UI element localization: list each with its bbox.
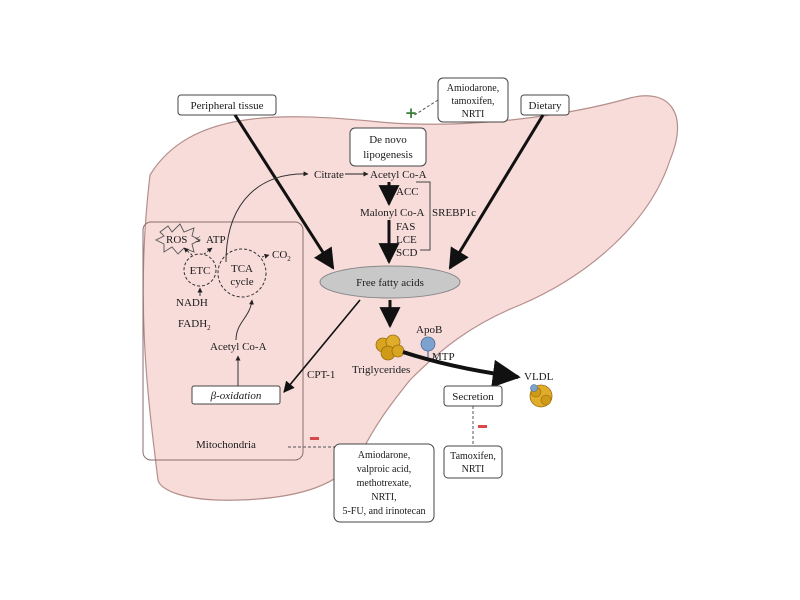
dietary-box [520, 94, 570, 116]
drugs-secretion-line-2: NRTI [462, 464, 485, 475]
vldl-label: VLDL [524, 371, 554, 383]
vldl-particle-icon [529, 384, 553, 408]
beta-oxidation-label: β-oxidation [210, 390, 262, 402]
apob-label: ApoB [416, 324, 442, 336]
ffa-to-beta-ox-arrow [283, 299, 361, 393]
plus-sign: + [405, 104, 418, 122]
triglycerides-label: Triglycerides [352, 364, 410, 376]
beta-oxidation-box [191, 385, 281, 405]
drugs-bottom-line-4: NRTI, [371, 492, 396, 503]
drugs-top-line-1: Amiodarone, [447, 83, 500, 94]
tca-label-1: TCA [231, 263, 253, 275]
fas-label: FAS [396, 221, 415, 233]
srebp1c-bracket [416, 181, 431, 251]
drugs-bottom-line-5: 5-FU, and irinotecan [342, 506, 425, 517]
nadh-label: NADH [176, 297, 208, 309]
mito-to-citrate-arrow [225, 171, 309, 263]
apob-icon [420, 336, 436, 352]
acc-label: ACC [396, 186, 419, 198]
minus-sign-secretion [478, 425, 487, 428]
drugs-bottom-line-2: valproic acid, [357, 464, 411, 475]
dietary-label: Dietary [529, 100, 562, 112]
atp-label: ATP [206, 234, 226, 246]
tca-cycle-node [217, 248, 267, 298]
drugs-secretion-line-1: Tamoxifen, [450, 451, 496, 462]
drugs-top-line-3: NRTI [462, 109, 485, 120]
peripheral-tissue-label: Peripheral tissue [190, 100, 263, 112]
etc-node [183, 253, 217, 287]
de-novo-line-2: lipogenesis [363, 149, 413, 161]
co2-label: CO2 [272, 249, 291, 263]
triglyceride-cluster-icon [375, 334, 405, 361]
ros-burst-icon [154, 223, 202, 255]
scd-label: SCD [396, 247, 417, 259]
free-fatty-acids-node [319, 265, 461, 299]
de-novo-line-1: De novo [369, 134, 407, 146]
acetyl-coa-top-label: Acetyl Co-A [370, 169, 427, 181]
drugs-bottom-box [333, 443, 435, 523]
srebp1c-label: SREBP1c [432, 207, 476, 219]
ros-atp-relation: ≤ [195, 234, 201, 245]
malonyl-coa-label: Malonyl Co-A [360, 207, 425, 219]
mitochondria-label: Mitochondria [196, 439, 256, 451]
minus-sign-mito [310, 437, 319, 440]
drugs-bottom-line-3: methotrexate, [357, 478, 412, 489]
acetyl-coa-to-tca-arrow [235, 299, 254, 341]
etc-to-ros-arrow [183, 247, 193, 256]
peripheral-tissue-box [177, 94, 277, 116]
secretion-label: Secretion [452, 391, 494, 403]
lce-label: LCE [396, 234, 417, 246]
drugs-bottom-line-1: Amiodarone, [358, 450, 411, 461]
etc-to-atp-arrow [203, 247, 213, 255]
dietary-to-ffa-arrow [448, 114, 545, 270]
peripheral-to-ffa-arrow [233, 114, 335, 270]
etc-label: ETC [190, 265, 211, 277]
fadh-label: FADH2 [178, 318, 211, 332]
tg-to-vldl-arrow [402, 350, 521, 388]
drugs-secretion-box [443, 445, 503, 479]
citrate-label: Citrate [314, 169, 344, 181]
free-fatty-acids-label: Free fatty acids [356, 277, 424, 289]
tca-to-co2-arrow [261, 253, 270, 259]
ros-label: ROS [166, 234, 187, 246]
mitochondria-box [142, 221, 304, 461]
de-novo-lipogenesis-box [349, 127, 427, 167]
drugs-top-line-2: tamoxifen, [451, 96, 494, 107]
acetyl-coa-mito-label: Acetyl Co-A [210, 341, 267, 353]
tca-label-2: cycle [230, 276, 253, 288]
cpt1-label: CPT-1 [307, 369, 335, 381]
